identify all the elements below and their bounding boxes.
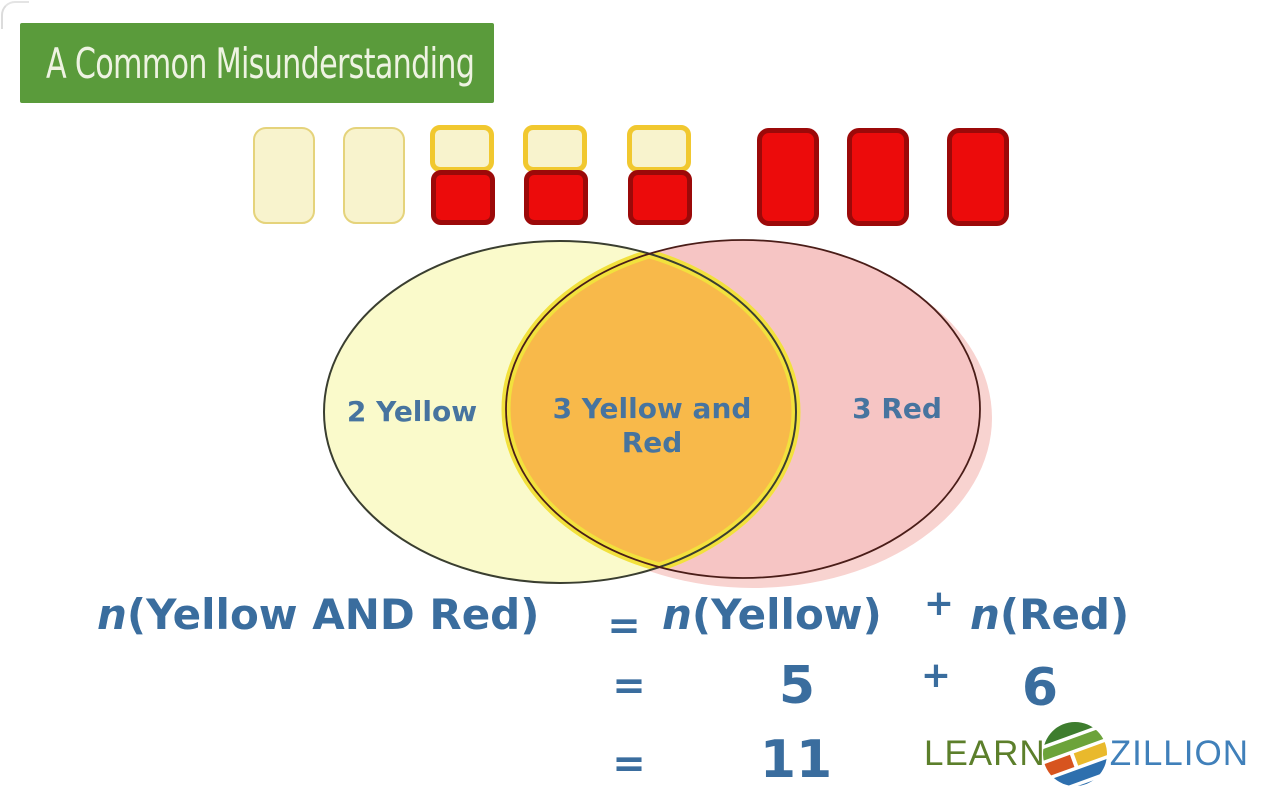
counter-card-red (947, 125, 1013, 227)
equation-rhs1-args: (Yellow) (691, 590, 882, 639)
venn-label-overlap-line2: Red (621, 426, 683, 459)
venn-label-yellow: 2 Yellow (346, 395, 478, 428)
equation-line1-equals: = (607, 603, 641, 649)
yellow-counter (253, 127, 315, 224)
equation-line1-rhs1: n(Yellow) (662, 594, 882, 636)
equation-line2-value2: 6 (1021, 658, 1059, 718)
equation-line2-value1: 5 (778, 656, 816, 716)
counter-card-red (847, 125, 913, 227)
equation-line1-lhs: n(Yellow AND Red) (97, 594, 539, 636)
slide-corner-decoration (1, 1, 29, 29)
title-banner: A Common Misunderstanding (20, 23, 494, 103)
red-counter-bottom (431, 170, 495, 225)
equation-line2-equals: = (612, 663, 646, 709)
red-counter (947, 128, 1009, 226)
red-counter-bottom (628, 170, 692, 225)
red-set-outline (505, 239, 981, 579)
venn-label-red: 3 Red (852, 392, 942, 425)
equation-lhs-args: (Yellow AND Red) (126, 590, 540, 639)
counter-card-yellow (253, 125, 319, 227)
yellow-counter-top (523, 125, 587, 172)
striped-globe-icon (1042, 722, 1107, 786)
learnzillion-logo: LEARN ZILLION (924, 721, 1249, 787)
red-counter-bottom (524, 170, 588, 225)
venn-label-overlap: 3 Yellow and Red (553, 392, 752, 460)
counter-card-yellow-red (430, 125, 496, 227)
equation-rhs2-args: (Red) (999, 590, 1130, 639)
equation-line1-plus: + (923, 583, 955, 624)
red-counter (757, 128, 819, 226)
venn-label-overlap-line1: 3 Yellow and (552, 392, 752, 425)
counter-card-yellow-red (523, 125, 589, 227)
counter-card-yellow (343, 125, 409, 227)
counter-cards-row (0, 125, 1280, 230)
yellow-counter-top (430, 125, 494, 172)
equation-line2-plus: + (920, 655, 952, 696)
equation-line3-equals: = (612, 741, 646, 787)
yellow-counter (343, 127, 405, 224)
yellow-counter-top (627, 125, 691, 172)
equation-n-symbol: n (97, 590, 127, 639)
counter-card-yellow-red (627, 125, 693, 227)
logo-learn-wordmark: LEARN (924, 734, 1046, 773)
logo-zillion-wordmark: ZILLION (1109, 734, 1249, 773)
red-counter (847, 128, 909, 226)
yellow-set-outline (323, 240, 797, 584)
equation-n-symbol: n (662, 590, 692, 639)
equation-line3-result: 11 (759, 730, 833, 790)
counter-card-red (757, 125, 823, 227)
equation-line1-rhs2: n(Red) (970, 594, 1129, 636)
page-title: A Common Misunderstanding (46, 38, 475, 88)
equation-n-symbol: n (970, 590, 1000, 639)
